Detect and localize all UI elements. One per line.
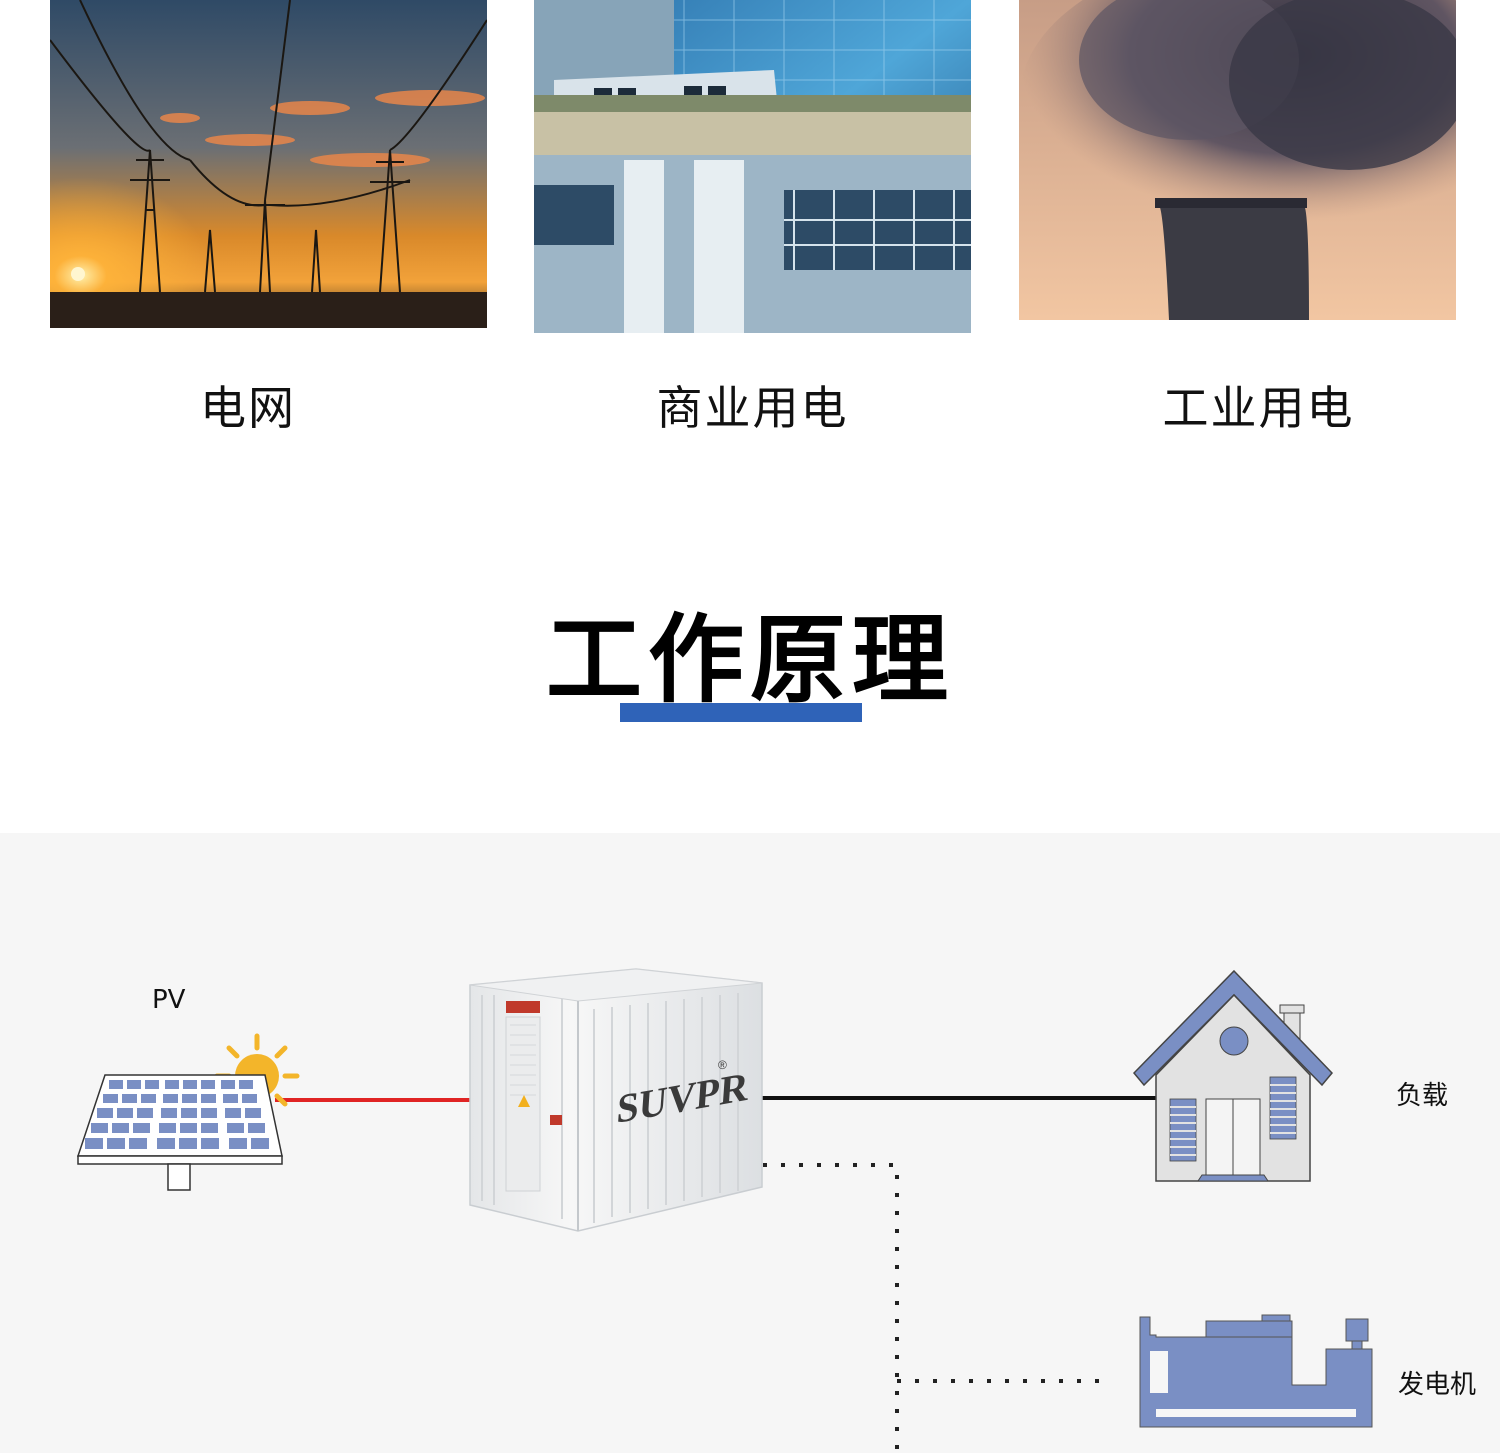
industrial-plant-photo [1019,0,1456,320]
caption-commercial: 商业用电 [656,381,849,435]
storage-container: SUVPR ® [466,965,766,1235]
commercial-building-photo [534,0,971,333]
title-underline [620,703,862,722]
house-icon [1132,969,1337,1189]
caption-industrial: 工业用电 [1162,381,1355,435]
solar-panel-icon [75,1028,305,1193]
section-title: 工作原理 [546,603,954,716]
generator-label: 发电机 [1398,1370,1477,1400]
container-brand-mark: ® [718,1058,727,1072]
load-label: 负载 [1396,1081,1449,1111]
container-to-generator-line [745,1163,1110,1453]
diagram-links [275,1096,1165,1453]
generator-icon [1136,1311,1376,1437]
pv-label: PV [152,985,186,1015]
working-principle-diagram: PV [0,833,1500,1453]
power-grid-photo [50,0,487,328]
caption-power-grid: 电网 [200,381,296,435]
